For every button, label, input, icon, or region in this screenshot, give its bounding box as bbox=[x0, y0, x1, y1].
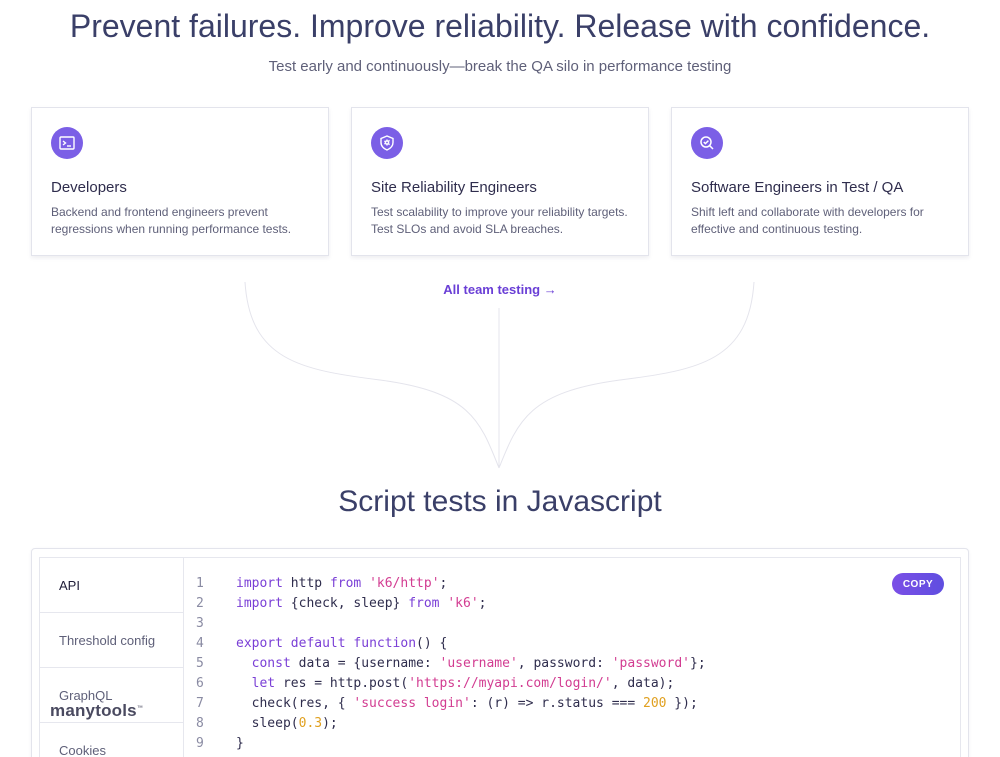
card-qa: Software Engineers in Test / QA Shift le… bbox=[671, 107, 969, 256]
tab-api[interactable]: API bbox=[40, 558, 183, 613]
tab-cookies[interactable]: Cookies bbox=[40, 723, 183, 757]
code-line: 3 bbox=[196, 614, 706, 634]
card-developers: Developers Backend and frontend engineer… bbox=[31, 107, 329, 256]
code-line: 5 const data = {username: 'username', pa… bbox=[196, 654, 706, 674]
code-token: 'https://myapi.com/login/' bbox=[408, 676, 612, 691]
code-token: , data); bbox=[611, 676, 675, 691]
code-token: res = http.post( bbox=[275, 676, 409, 691]
code-token: function bbox=[353, 636, 417, 651]
code-line: 7 check(res, { 'success login': (r) => r… bbox=[196, 694, 706, 714]
code-token: , password: bbox=[517, 656, 612, 671]
section-title: Script tests in Javascript bbox=[338, 485, 662, 518]
code-example-panel: API Threshold config GraphQL Cookies man… bbox=[31, 548, 969, 757]
line-number: 5 bbox=[196, 656, 204, 671]
line-code: import http from 'k6/http'; bbox=[236, 574, 447, 594]
code-token: 200 bbox=[643, 696, 667, 711]
code-line: 8 sleep(0.3); bbox=[196, 714, 706, 734]
code-block: 1 import http from 'k6/http'; 2 import {che… bbox=[196, 574, 706, 754]
code-token: 'k6/http' bbox=[369, 576, 440, 591]
code-token: sleep( bbox=[236, 716, 299, 731]
code-token: ; bbox=[439, 576, 448, 591]
code-token: from bbox=[329, 576, 362, 591]
copy-button[interactable]: COPY bbox=[892, 573, 944, 595]
code-line: 2 import {check, sleep} from 'k6'; bbox=[196, 594, 706, 614]
line-number: 9 bbox=[196, 736, 204, 751]
code-token bbox=[283, 636, 291, 651]
line-code: export default function() { bbox=[236, 634, 447, 654]
terminal-icon bbox=[51, 127, 83, 159]
line-code: sleep(0.3); bbox=[236, 714, 338, 734]
code-token: data = {username: bbox=[290, 656, 440, 671]
code-token: from bbox=[408, 596, 440, 611]
shield-icon bbox=[371, 127, 403, 159]
line-code: let res = http.post('https://myapi.com/l… bbox=[236, 674, 675, 694]
code-token: http bbox=[282, 576, 330, 591]
tab-graphql[interactable]: GraphQL bbox=[40, 668, 183, 723]
code-token: check(res, { bbox=[236, 696, 354, 711]
code-token: ; bbox=[478, 596, 487, 611]
card-text: Shift left and collaborate with develope… bbox=[691, 205, 924, 236]
watermark-mark: ™ bbox=[136, 705, 144, 712]
code-line: 6 let res = http.post('https://myapi.com… bbox=[196, 674, 706, 694]
card-title: Software Engineers in Test / QA bbox=[691, 179, 904, 196]
code-token: 'success login' bbox=[353, 696, 471, 711]
line-number: 6 bbox=[196, 676, 204, 691]
code-token: () { bbox=[416, 636, 448, 651]
line-number: 3 bbox=[196, 616, 204, 631]
code-token: } bbox=[236, 736, 244, 751]
code-token: default bbox=[290, 636, 346, 651]
code-token bbox=[361, 576, 369, 591]
card-text: Test scalability to improve your reliabi… bbox=[371, 205, 628, 236]
hero-title: Prevent failures. Improve reliability. R… bbox=[69, 8, 931, 44]
code-token: }; bbox=[690, 656, 706, 671]
code-token bbox=[236, 676, 252, 691]
code-token: const bbox=[251, 656, 291, 671]
flow-connector bbox=[244, 281, 755, 469]
code-token: ); bbox=[322, 716, 338, 731]
line-number: 7 bbox=[196, 696, 204, 711]
line-number: 8 bbox=[196, 716, 204, 731]
code-token: import bbox=[236, 576, 283, 591]
card-text: Backend and frontend engineers prevent r… bbox=[51, 205, 292, 236]
card-sre: Site Reliability Engineers Test scalabil… bbox=[351, 107, 649, 256]
magnifier-check-icon bbox=[691, 127, 723, 159]
line-number: 1 bbox=[196, 576, 204, 591]
line-code: check(res, { 'success login': (r) => r.s… bbox=[236, 694, 698, 714]
line-code: } bbox=[236, 734, 244, 754]
code-token: : (r) => r.status === bbox=[470, 696, 643, 711]
line-number: 2 bbox=[196, 596, 204, 611]
code-example-inner: API Threshold config GraphQL Cookies man… bbox=[39, 557, 961, 757]
hero-subtitle: Test early and continuously—break the QA… bbox=[268, 58, 732, 75]
card-title: Site Reliability Engineers bbox=[371, 179, 537, 196]
code-token: let bbox=[251, 676, 276, 691]
code-token: 0.3 bbox=[298, 716, 323, 731]
watermark-text: manytools bbox=[50, 701, 137, 720]
code-line: 9} bbox=[196, 734, 706, 754]
manytools-watermark: manytools™ bbox=[50, 701, 143, 721]
card-title: Developers bbox=[51, 179, 127, 196]
example-tabs: API Threshold config GraphQL Cookies man… bbox=[40, 558, 184, 757]
code-token: 'username' bbox=[439, 656, 518, 671]
code-line: 4 export default function() { bbox=[196, 634, 706, 654]
all-team-testing-link[interactable]: All team testing → bbox=[443, 282, 557, 297]
code-token: export bbox=[236, 636, 283, 651]
code-token: 'k6' bbox=[447, 596, 479, 611]
code-token: 'password' bbox=[611, 656, 690, 671]
code-token bbox=[236, 656, 252, 671]
tab-threshold-config[interactable]: Threshold config bbox=[40, 613, 183, 668]
line-number: 4 bbox=[196, 636, 204, 651]
code-token: }); bbox=[666, 696, 698, 711]
code-line: 1 import http from 'k6/http'; bbox=[196, 574, 706, 594]
line-code: const data = {username: 'username', pass… bbox=[236, 654, 706, 674]
code-token: {check, sleep} bbox=[282, 596, 409, 611]
code-token: import bbox=[236, 596, 283, 611]
line-code: import {check, sleep} from 'k6'; bbox=[236, 594, 486, 614]
